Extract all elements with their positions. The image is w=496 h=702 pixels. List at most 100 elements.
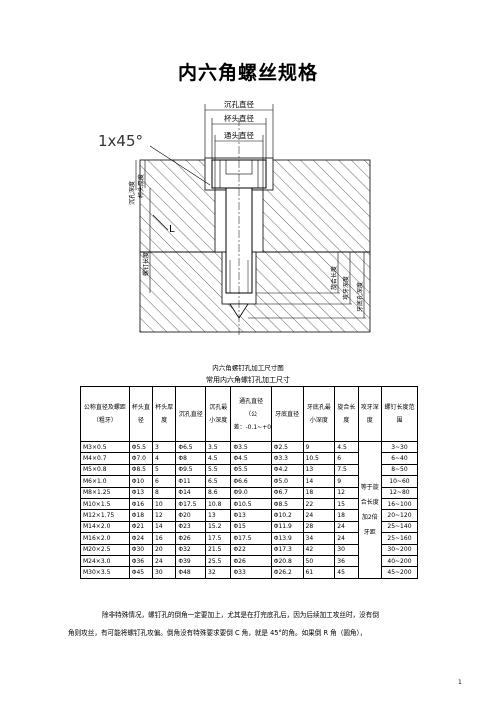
- table-cell: 9: [302, 440, 336, 454]
- engage-length-label: 旋合长度: [330, 266, 338, 290]
- table-cell: Φ5.5: [230, 463, 272, 477]
- counterbore-dia-label: 沉孔直径: [224, 99, 254, 109]
- table-cell: 6.5: [205, 475, 232, 488]
- table-cell: Φ21: [128, 520, 154, 534]
- table-cell: 4.5: [205, 452, 232, 465]
- table-cell: 12: [152, 509, 177, 522]
- table-cell: 10~60: [380, 475, 419, 488]
- page-title: 内六角螺丝规格: [177, 62, 318, 84]
- table-cell: Φ2.5: [270, 440, 304, 454]
- table-cell: Φ24: [128, 532, 154, 545]
- table-cell: Φ13.9: [270, 532, 304, 545]
- table-cell: Φ14: [175, 486, 207, 499]
- table-cell: 42: [302, 543, 336, 556]
- counterbore-depth-label: 沉孔深度: [128, 181, 136, 205]
- table-caption: 常用内六角螺钉孔加工尺寸: [206, 376, 290, 384]
- table-cell: 30: [152, 566, 177, 579]
- table-cell: Φ13: [128, 486, 154, 499]
- table-cell: 30~200: [380, 543, 419, 556]
- col-header: 螺钉长度范围: [380, 386, 419, 442]
- table-cell: Φ22: [230, 543, 272, 556]
- table-cell: Φ8.5: [128, 463, 154, 477]
- table-cell: Φ33: [230, 566, 272, 579]
- table-cell: M6×1.0: [80, 475, 130, 488]
- table-cell: M20×2.5: [80, 543, 130, 556]
- table-cell: 18: [334, 509, 359, 522]
- table-cell: 3~30: [380, 440, 419, 454]
- table-cell: Φ10.2: [270, 509, 304, 522]
- page-number: 1: [458, 679, 462, 686]
- table-cell: M3×0.5: [80, 440, 130, 454]
- table-cell: 4.5: [334, 440, 359, 454]
- table-cell: Φ7.0: [128, 452, 154, 465]
- table-cell: Φ17.5: [175, 497, 207, 511]
- table-cell: Φ20.8: [270, 554, 304, 568]
- table-cell: 16: [152, 532, 177, 545]
- table-header-row: 公称直径及螺距（粗牙） 杯头直径 杯头厚度 沉孔直径 沉孔最小深度 通孔直径（公…: [80, 386, 419, 442]
- table-cell: M30×3.5: [80, 566, 130, 579]
- length-L-label: L: [169, 224, 175, 235]
- through-dia-label: 通头直径: [224, 130, 254, 140]
- table-cell: Φ8.5: [270, 497, 304, 511]
- col-header: 牙底孔最小深度: [302, 386, 336, 442]
- table-cell: Φ15: [230, 520, 272, 534]
- table-cell: 24: [334, 532, 359, 545]
- note-paragraph-line2: 角则攻丝，有可能将螺钉孔攻偏。倒角没有特殊要求要倒 C 角，就是 45°的角。如…: [68, 629, 367, 637]
- table-cell: Φ26.2: [270, 566, 304, 579]
- table-cell: 25~160: [380, 532, 419, 545]
- table-cell: Φ4.5: [230, 452, 272, 465]
- dimension-lines: [135, 104, 366, 319]
- spec-table: 公称直径及螺距（粗牙） 杯头直径 杯头厚度 沉孔直径 沉孔最小深度 通孔直径（公…: [80, 386, 419, 579]
- col-header: 公称直径及螺距（粗牙）: [80, 386, 130, 442]
- table-cell: 6: [152, 475, 177, 488]
- bottom-hole-depth-label: 牙底孔深度: [356, 282, 364, 312]
- table-cell: 4: [152, 452, 177, 465]
- table-cell: Φ16: [128, 497, 154, 511]
- table-cell: 22: [302, 497, 336, 511]
- table-cell: 5: [152, 463, 177, 477]
- table-cell: 8~50: [380, 463, 419, 477]
- table-cell: Φ30: [128, 543, 154, 556]
- table-cell: 10: [152, 497, 177, 511]
- table-cell: 61: [302, 566, 336, 579]
- table-cell: Φ48: [175, 566, 207, 579]
- tap-depth-note-cell: 等于旋合长度加2倍牙距: [357, 441, 382, 579]
- table-cell: 25~140: [380, 520, 419, 534]
- table-cell: Φ20: [175, 509, 207, 522]
- table-cell: 9: [334, 475, 359, 488]
- table-cell: M12×1.75: [80, 509, 130, 522]
- table-cell: 16~100: [380, 497, 419, 511]
- table-cell: Φ39: [175, 554, 207, 568]
- col-header: 通孔直径（公差：-0.1~+0.1）: [230, 386, 272, 442]
- table-cell: M24×3.0: [80, 554, 130, 568]
- col-header: 杯头厚度: [152, 386, 177, 442]
- table-cell: 10.5: [302, 452, 336, 465]
- table-cell: 24: [302, 509, 336, 522]
- table-cell: Φ11.9: [270, 520, 304, 534]
- table-cell: Φ5.5: [128, 440, 154, 454]
- table-cell: 15: [334, 497, 359, 511]
- chamfer-label: 1x45°: [98, 132, 143, 150]
- table-cell: Φ6.5: [175, 440, 207, 454]
- table-cell: 15.2: [205, 520, 232, 534]
- table-cell: 6~40: [380, 452, 419, 465]
- table-cell: 25.5: [205, 554, 232, 568]
- table-cell: 24: [334, 520, 359, 534]
- table-cell: Φ5.0: [270, 475, 304, 488]
- table-cell: 13: [302, 463, 336, 477]
- table-cell: Φ17.3: [270, 543, 304, 556]
- table-cell: 13: [205, 509, 232, 522]
- table-cell: 12: [334, 486, 359, 499]
- table-cell: 10.8: [205, 497, 232, 511]
- table-cell: Φ10: [128, 475, 154, 488]
- drawing-caption: 内六角螺钉孔加工尺寸图: [212, 364, 284, 372]
- col-header: 旋合长度: [334, 386, 359, 442]
- table-cell: 8.6: [205, 486, 232, 499]
- table-cell: 32: [205, 566, 232, 579]
